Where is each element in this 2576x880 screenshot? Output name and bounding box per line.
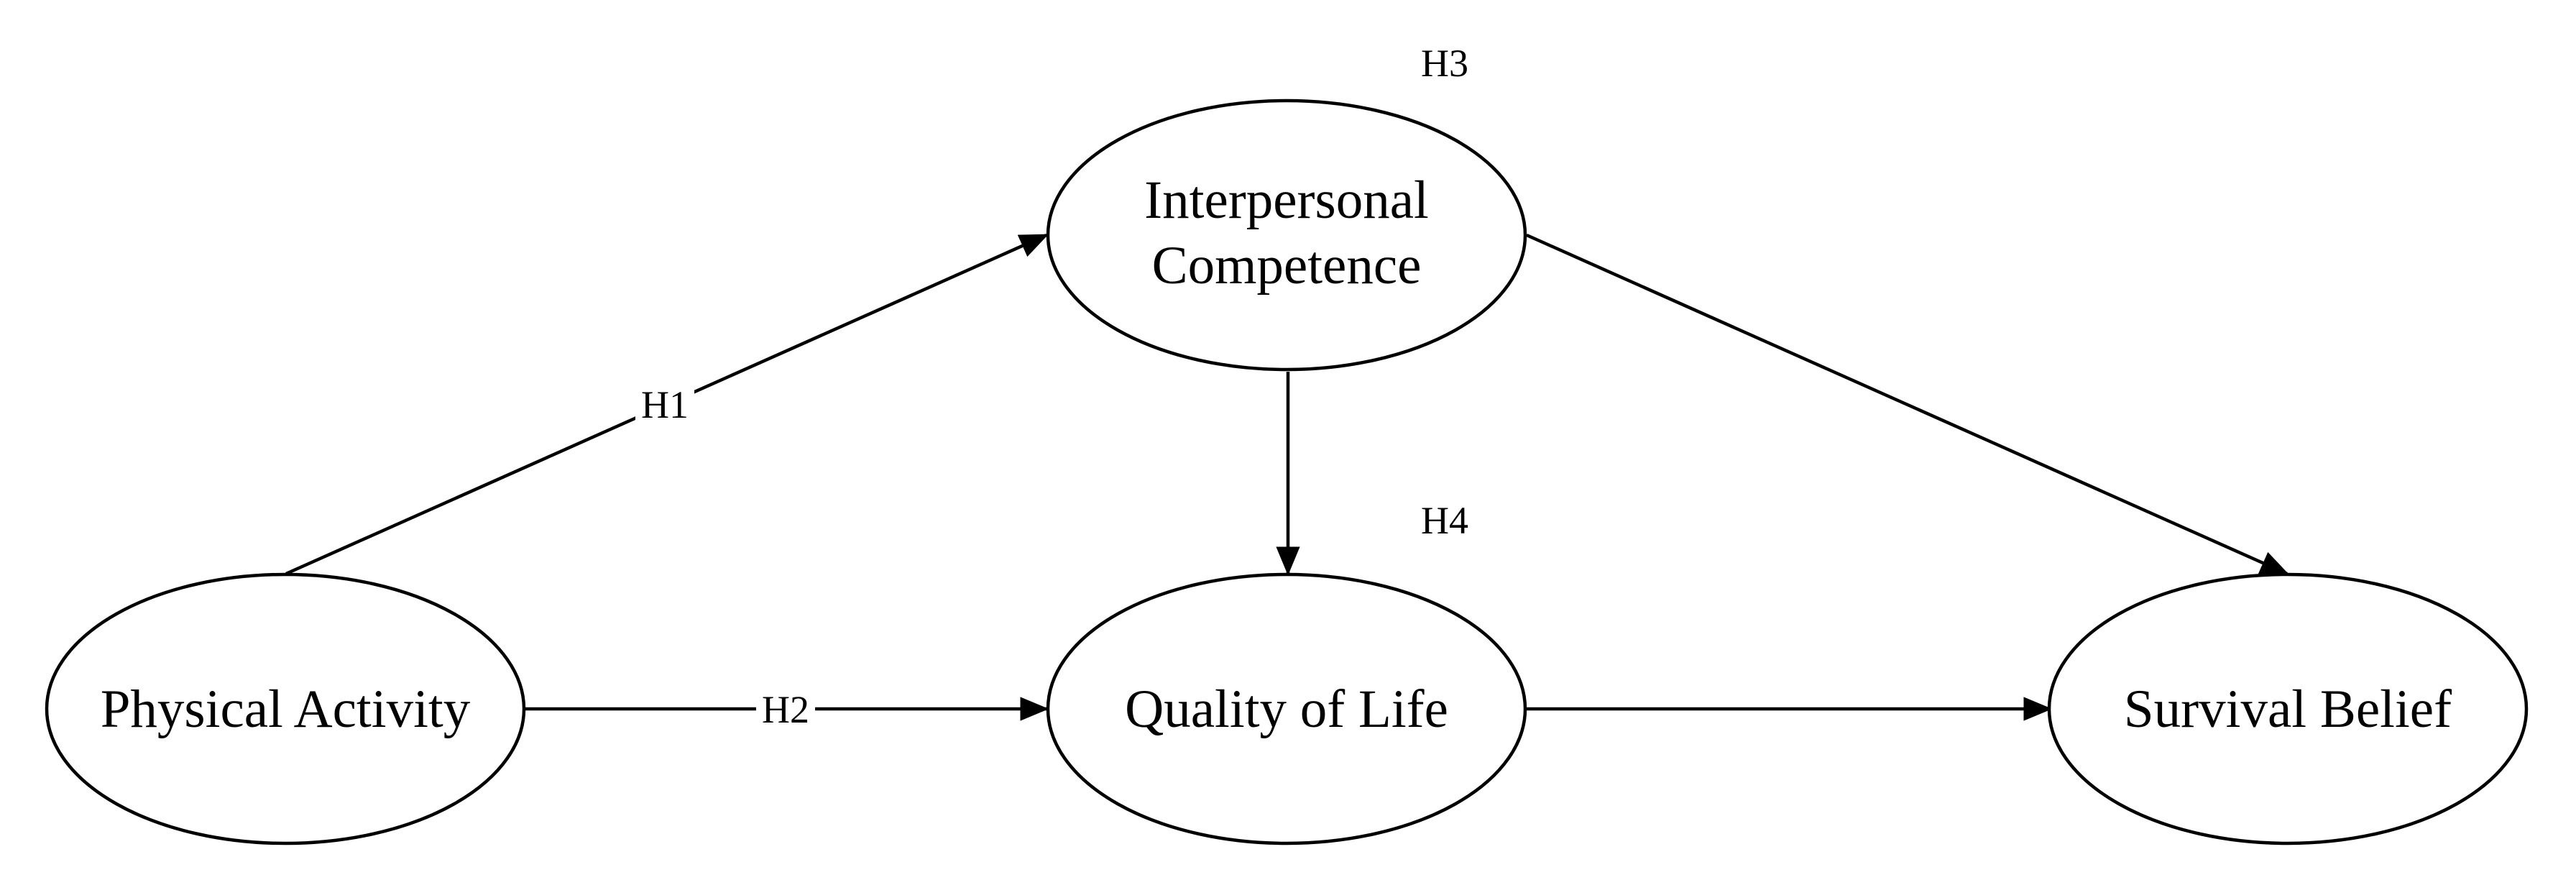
quality-of-life-ellipse — [1046, 572, 1527, 845]
node-interpersonal-competence: Interpersonal Competence — [1046, 98, 1527, 372]
physical-activity-ellipse — [45, 572, 526, 845]
edge-interpersonal-competence-to-survival-belief — [1526, 233, 2290, 576]
h1-label-background — [635, 381, 694, 426]
node-survival-belief: Survival Belief — [2047, 572, 2529, 845]
interpersonal-competence-label-line2: Competence — [1152, 236, 1422, 295]
h2-label-background — [756, 687, 815, 731]
node-physical-activity: Physical Activity — [45, 572, 526, 845]
node-quality-of-life: Quality of Life — [1046, 572, 1527, 845]
physical-activity-label: Physical Activity — [101, 679, 471, 739]
interpersonal-competence-label-line1: Interpersonal — [1144, 170, 1429, 230]
h2-label: H2 — [762, 688, 809, 731]
survival-belief-label: Survival Belief — [2124, 679, 2452, 739]
quality-of-life-label: Quality of Life — [1125, 679, 1448, 739]
interpersonal-competence-ellipse — [1046, 98, 1527, 372]
h3-label: H3 — [1421, 42, 1468, 85]
survival-belief-ellipse — [2047, 572, 2529, 845]
h4-label: H4 — [1421, 499, 1468, 542]
h1-label: H1 — [641, 383, 689, 426]
